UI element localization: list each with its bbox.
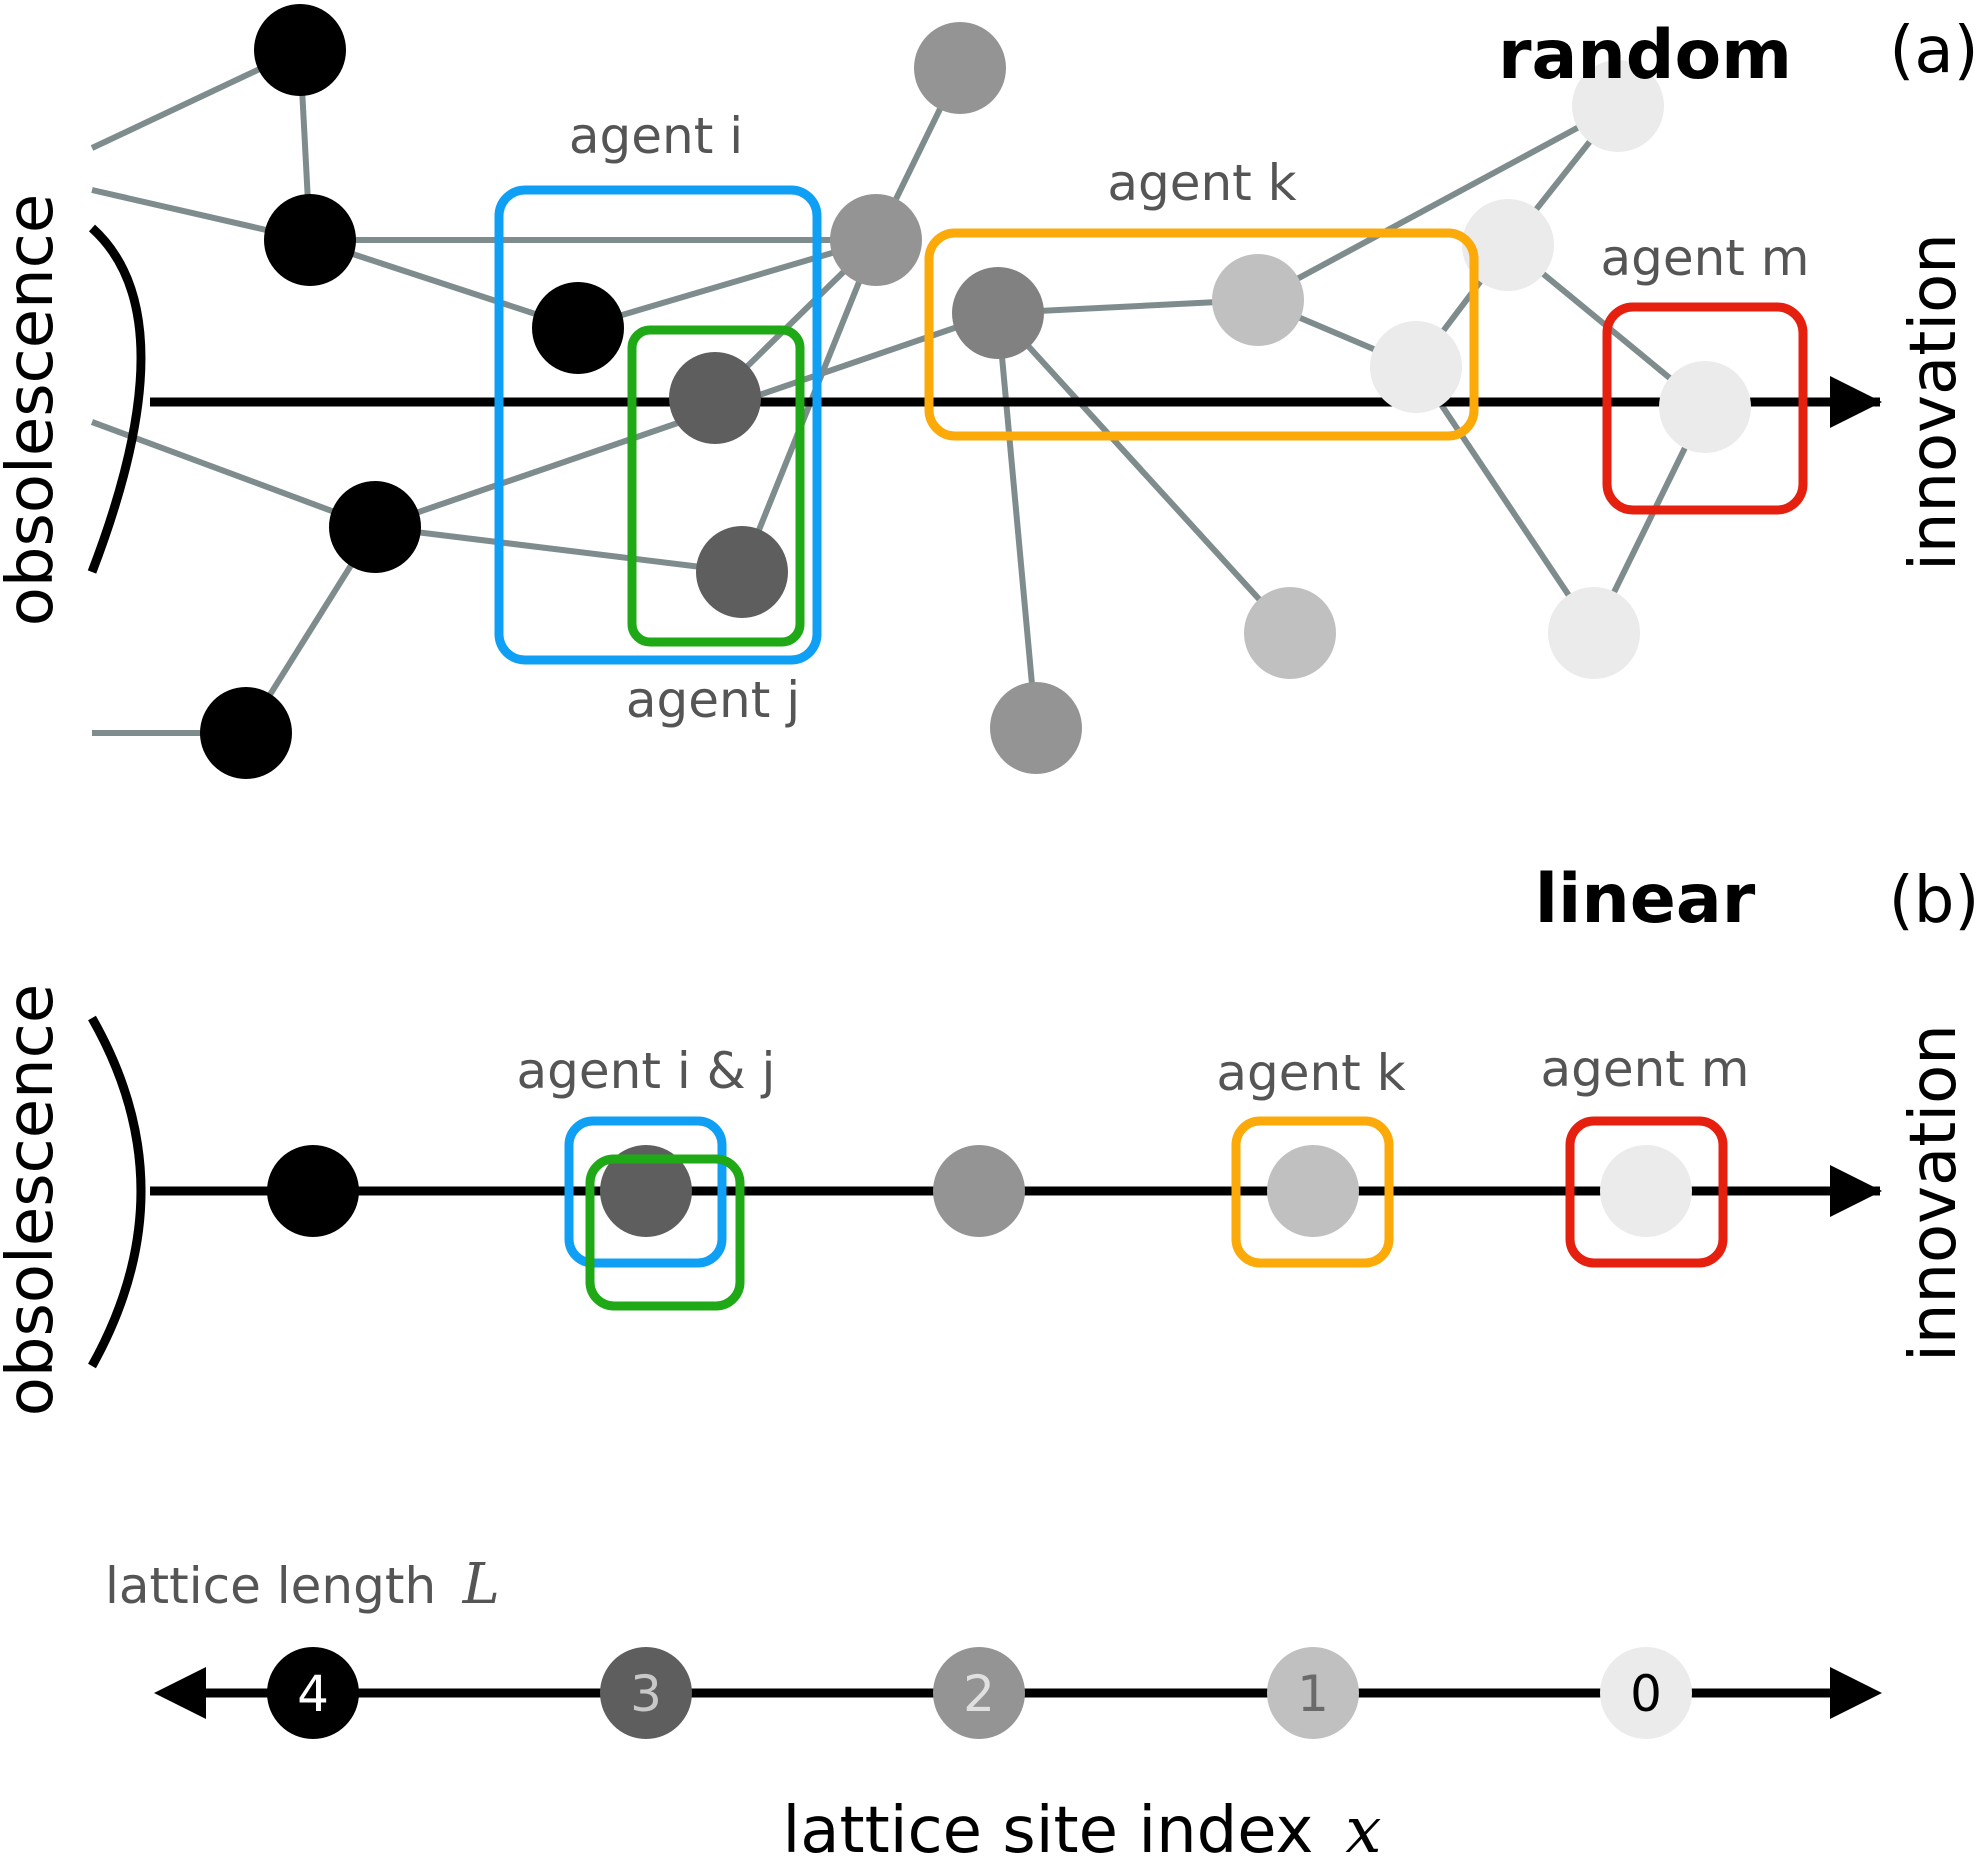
lattice-site-1: 1 [1267,1647,1359,1739]
site-index-label: 4 [297,1665,329,1723]
left-arrowhead [154,1667,206,1719]
edge [90,419,377,530]
site-index-label: 2 [963,1665,995,1723]
lattice-length-text: lattice length [105,1557,436,1615]
agent-i-label: agent i [569,107,743,165]
panel-b: agent i & j agent k agent m linear (b) o… [0,860,1979,1416]
node-site-2 [830,194,922,286]
agent-j-label: agent j [626,671,800,729]
node-site-4 [329,481,421,573]
lattice-site-1 [1267,1145,1359,1237]
lattice-site-2: 2 [933,1647,1025,1739]
network-edges [90,47,1708,736]
node-site-0 [1572,60,1664,152]
lattice-site-4 [267,1145,359,1237]
lattice-length-label: lattice length L [105,1552,500,1617]
agent-j-box [585,1154,745,1311]
node-site-4 [264,194,356,286]
right-arrowhead [1830,1667,1882,1719]
node-site-2 [914,22,1006,114]
axis-title: lattice site index x [783,1794,1382,1868]
edge [374,524,743,575]
panel-a-label: (a) [1889,14,1978,88]
site-index-label: 0 [1630,1665,1662,1723]
lattice-site-0: 0 [1600,1647,1692,1739]
panel-b-label: (b) [1889,864,1980,938]
lattice-site-3: 3 [600,1647,692,1739]
node-site-2 [990,682,1082,774]
panel-b-title: linear [1535,860,1756,939]
lattice-site-2 [933,1145,1025,1237]
agent-m-label: agent m [1540,1040,1749,1098]
panel-a-title: random [1498,16,1792,95]
lattice-site-3 [600,1145,692,1237]
edge [995,310,1293,636]
agent-k-box [924,228,1479,441]
obsolescence-boundary [87,224,146,574]
edge [577,237,877,331]
node-site-0 [1548,587,1640,679]
site-index-label: 3 [630,1665,662,1723]
agent-m-box [1602,302,1808,515]
agent-k-label: agent k [1216,1044,1405,1102]
edge [995,312,1039,729]
panel-a: agent i agent j agent k agent m random (… [0,4,1979,779]
axis-arrowhead [1830,1165,1882,1217]
node-site-4 [532,282,624,374]
node-site-4 [200,687,292,779]
network-nodes [200,4,1751,779]
agent-ij-label: agent i & j [517,1042,776,1100]
node-site-0 [1370,321,1462,413]
lattice-scale: lattice length L 4 3 2 1 0 lattice site … [105,1552,1882,1868]
axis-title-symbol: x [1345,1794,1381,1868]
agent-k-label: agent k [1107,154,1296,212]
site-marker [1267,1647,1359,1739]
site-marker [1600,1647,1692,1739]
axis-title-text: lattice site index [783,1794,1314,1868]
edge [309,237,579,331]
site-marker [600,1647,692,1739]
lattice-site-4: 4 [267,1647,359,1739]
edge [1413,365,1597,635]
agent-m-label: agent m [1600,229,1809,287]
obsolescence-label: obsolescence [0,984,68,1416]
site-index-label: 1 [1297,1665,1329,1723]
innovation-label: innovation [1897,233,1971,571]
edge [1256,103,1620,303]
obsolescence-label: obsolescence [0,194,68,626]
node-site-1 [1244,587,1336,679]
obsolescence-boundary [88,1015,146,1369]
node-site-4 [254,4,346,96]
node-site-0 [1659,361,1751,453]
agent-i-box [494,185,822,665]
node-site-1 [1212,254,1304,346]
node-site-3 [952,267,1044,359]
node-site-3 [669,352,761,444]
agent-m-box [1565,1116,1728,1268]
agent-j-box [627,325,805,647]
node-site-3 [696,526,788,618]
site-marker [933,1647,1025,1739]
innovation-label: innovation [1897,1024,1971,1362]
agent-k-box [1231,1116,1394,1268]
axis-arrowhead [1830,376,1882,428]
lattice-length-symbol: L [462,1552,500,1617]
site-marker [267,1647,359,1739]
lattice-site-0 [1600,1145,1692,1237]
node-site-0 [1462,199,1554,291]
agent-i-box [564,1116,727,1268]
